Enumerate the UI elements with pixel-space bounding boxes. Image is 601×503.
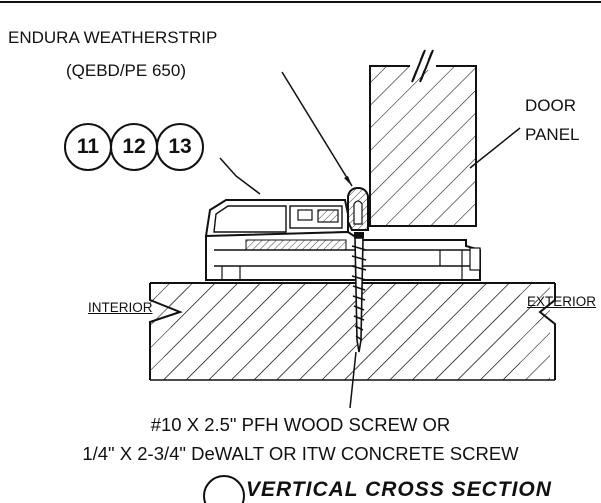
weatherstrip-leader-arrow bbox=[344, 176, 352, 186]
callout-leader bbox=[219, 157, 261, 195]
screw bbox=[351, 232, 367, 353]
callout-bubble-12: 12 bbox=[110, 123, 158, 171]
interior-label: INTERIOR bbox=[88, 300, 153, 315]
exterior-label: EXTERIOR bbox=[527, 294, 597, 309]
floor-left-break bbox=[149, 283, 183, 380]
section-title: VERTICAL CROSS SECTION bbox=[246, 478, 552, 501]
door-panel bbox=[369, 65, 477, 227]
screw-spec-line-2: 1/4" X 2-3/4" DeWALT OR ITW CONCRETE SCR… bbox=[82, 443, 519, 464]
threshold-base bbox=[205, 230, 481, 281]
callout-bubble-11: 11 bbox=[64, 123, 112, 171]
floor-substrate-body bbox=[150, 283, 550, 380]
panel-label: PANEL bbox=[525, 125, 580, 144]
weatherstrip-label: ENDURA WEATHERSTRIP bbox=[8, 28, 218, 47]
floor-right-break bbox=[538, 283, 556, 380]
callout-bubble-13: 13 bbox=[156, 123, 204, 171]
door-leader bbox=[469, 127, 521, 169]
section-bubble bbox=[203, 475, 245, 503]
weatherstrip-leader bbox=[281, 71, 353, 187]
screw-spec-line-1: #10 X 2.5" PFH WOOD SCREW OR bbox=[150, 414, 451, 435]
weatherstrip-part-number: (QEBD/PE 650) bbox=[66, 61, 186, 80]
door-label: DOOR bbox=[525, 96, 576, 115]
threshold-cap-fill bbox=[245, 239, 347, 251]
screw-leader bbox=[349, 351, 357, 409]
